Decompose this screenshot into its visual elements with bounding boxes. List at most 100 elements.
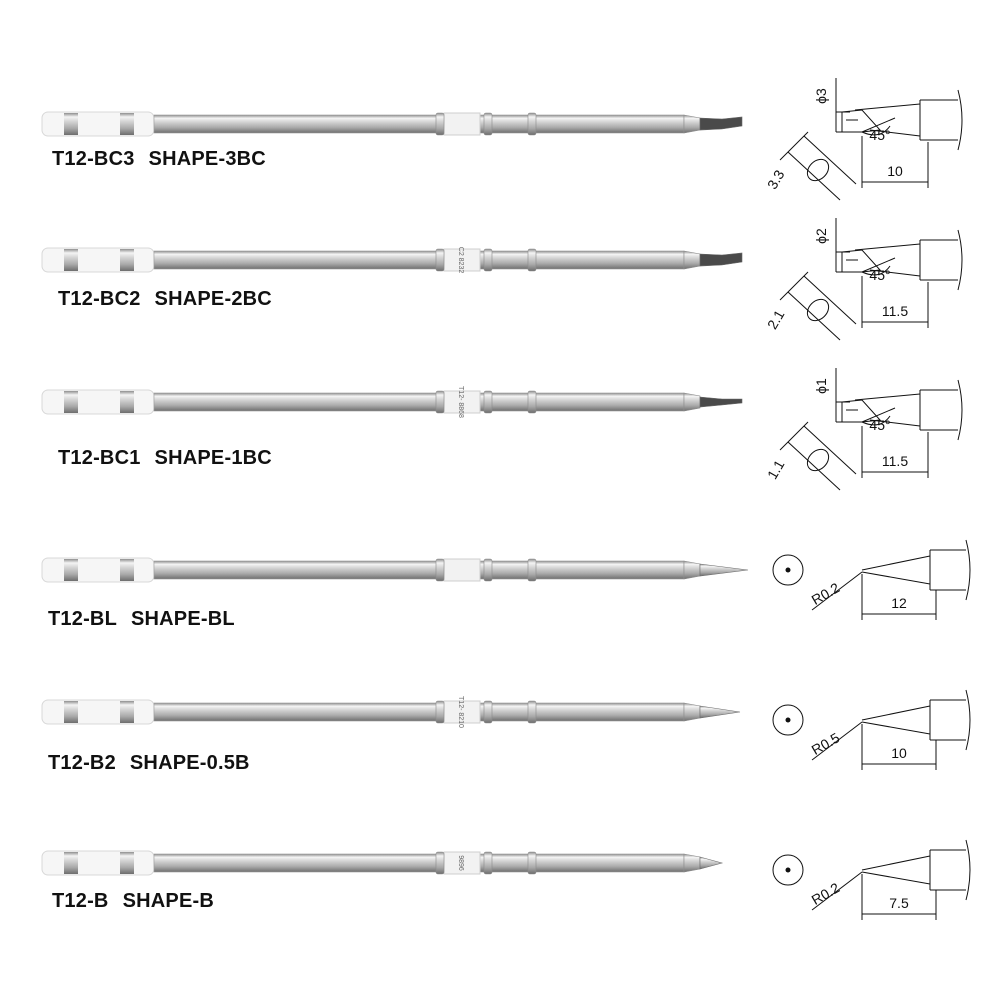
model-code: T12-B2 (48, 752, 116, 774)
grip-ring (64, 852, 78, 874)
tip-drawing: R0.2 12 (41, 539, 971, 620)
taper (683, 392, 701, 412)
tip-label: T12-B2 SHAPE-0.5B (48, 752, 250, 775)
taper (683, 114, 701, 134)
grip-ring (120, 391, 134, 413)
radius-label: R0.2 (809, 879, 843, 908)
collar (527, 390, 537, 414)
diameter-label: ϕ2 (813, 228, 829, 244)
soldering-tip-b: 9896 (41, 850, 724, 876)
grip-ring (64, 391, 78, 413)
taper (683, 702, 701, 722)
soldering-tip-bc3 (41, 111, 743, 137)
grip-sleeve (41, 389, 155, 415)
dimension-diagram-bl: R0.2 12 (772, 539, 971, 620)
collar (483, 851, 493, 875)
grip-ring (64, 249, 78, 271)
shape-code: SHAPE-0.5B (129, 752, 250, 774)
flat-width-label: 3.3 (764, 167, 788, 192)
tip-point (699, 856, 724, 870)
model-code: T12-BC3 (52, 148, 135, 170)
model-code: T12-BL (48, 608, 117, 630)
label-band (443, 558, 481, 582)
shape-code: SHAPE-1BC (154, 447, 272, 469)
barrel (153, 702, 685, 722)
collar (435, 700, 445, 724)
grip-ring (120, 852, 134, 874)
taper (683, 250, 701, 270)
grip-sleeve (41, 111, 155, 137)
collar (435, 851, 445, 875)
collar (483, 112, 493, 136)
collar (483, 248, 493, 272)
length-label: 11.5 (882, 453, 908, 469)
collar (435, 248, 445, 272)
radius-label: R0.5 (809, 729, 843, 758)
collar (527, 112, 537, 136)
grip-ring (64, 113, 78, 135)
grip-ring (64, 559, 78, 581)
angle-label: 45° (869, 417, 890, 433)
shape-code: SHAPE-B (122, 890, 214, 912)
band-text: T12- 8210 (457, 696, 464, 728)
dimension-diagram-b: R0.2 7.5 (772, 839, 971, 920)
barrel (153, 853, 685, 873)
grip-sleeve (41, 557, 155, 583)
grip-ring (120, 559, 134, 581)
tip-point (699, 396, 743, 408)
collar (435, 558, 445, 582)
flat-width-label: 1.1 (764, 457, 788, 482)
shape-code: SHAPE-BL (130, 608, 235, 630)
flat-width-label: 2.1 (764, 307, 788, 332)
model-code: T12-BC2 (58, 288, 141, 310)
grip-ring (120, 113, 134, 135)
barrel (153, 560, 685, 580)
grip-ring (120, 701, 134, 723)
length-label: 12 (891, 595, 907, 611)
collar (483, 700, 493, 724)
grip-sleeve (41, 850, 155, 876)
angle-label: 45° (869, 127, 890, 143)
grip-sleeve (41, 247, 155, 273)
tip-point (699, 252, 743, 267)
collar (527, 851, 537, 875)
soldering-tip-bc2: C2 8232 (41, 247, 743, 274)
taper (683, 560, 701, 580)
band-text: C2 8232 (457, 247, 464, 274)
shape-code: SHAPE-2BC (154, 288, 272, 310)
soldering-tip-bc1: T12- 8868 (41, 386, 743, 418)
barrel (153, 114, 685, 134)
label-band (443, 112, 481, 136)
soldering-tip-b2: T12- 8210 (41, 696, 741, 728)
tip-point (699, 116, 743, 131)
collar (435, 390, 445, 414)
radius-label: R0.2 (809, 579, 843, 608)
barrel (153, 250, 685, 270)
band-text: 9896 (457, 855, 464, 871)
taper (683, 853, 701, 873)
length-label: 7.5 (889, 895, 909, 911)
band-text: T12- 8868 (457, 386, 464, 418)
tip-label: T12-BC2 SHAPE-2BC (58, 288, 272, 311)
length-label: 10 (887, 163, 903, 179)
collar (435, 112, 445, 136)
grip-ring (64, 701, 78, 723)
tip-point (699, 705, 741, 719)
